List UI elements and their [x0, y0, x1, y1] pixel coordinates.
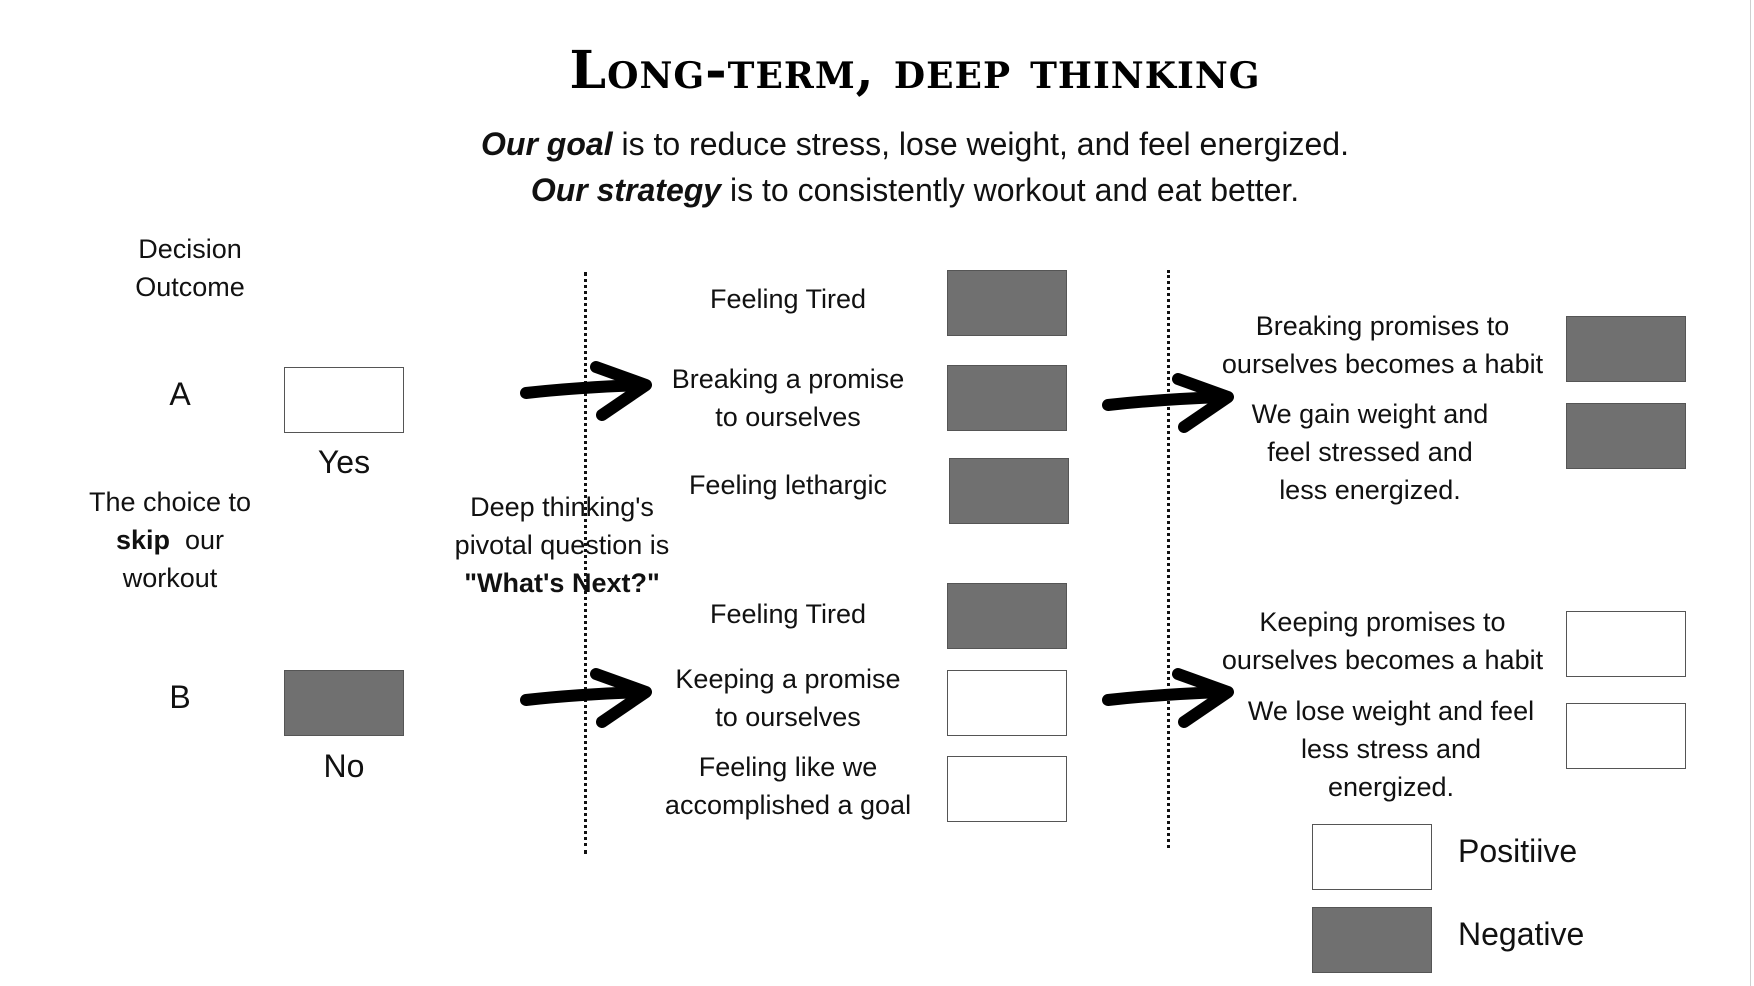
outcome-b-1-label: Feeling Tired — [709, 599, 867, 629]
divider-right — [1167, 270, 1170, 848]
strategy-statement: Our strategy is to consistently workout … — [0, 172, 1754, 209]
option-b-letter: B — [169, 679, 191, 715]
strategy-text: is to consistently workout and eat bette… — [721, 172, 1300, 208]
legend-positive-swatch — [1312, 824, 1432, 890]
choice-line3: workout — [122, 563, 218, 593]
longterm-b-1-label: Keeping promises to ourselves becomes a … — [1221, 607, 1544, 675]
arrow-b-to-longterm — [1102, 668, 1234, 728]
arrow-a-to-longterm — [1102, 373, 1234, 433]
outcome-b-3-box — [947, 756, 1067, 822]
arrow-a-to-outcomes — [520, 361, 652, 421]
pivotal-line1: Deep thinking's — [470, 492, 654, 522]
pivotal-line3: "What's Next?" — [464, 568, 660, 598]
longterm-a-1-label: Breaking promises to ourselves becomes a… — [1221, 311, 1544, 379]
pivotal-question: Deep thinking's pivotal question is "Wha… — [432, 488, 692, 602]
legend-negative-swatch — [1312, 907, 1432, 973]
choice-bold: skip — [115, 525, 170, 555]
outcome-a-2-label: Breaking a promise to ourselves — [671, 364, 905, 432]
outcome-a-2-box — [947, 365, 1067, 431]
goal-text: is to reduce stress, lose weight, and fe… — [612, 126, 1349, 162]
goal-statement: Our goal is to reduce stress, lose weigh… — [0, 126, 1754, 163]
longterm-b-2-label: We lose weight and feel less stress and … — [1247, 696, 1535, 802]
legend-negative-label: Negative — [1458, 916, 1585, 952]
choice-text: The choice to skip our workout — [60, 483, 280, 597]
longterm-b-2-box — [1566, 703, 1686, 769]
choice-line2-rest: our — [185, 525, 225, 555]
decision-outcome-header: Decision Outcome — [90, 230, 290, 306]
legend-positive-label: Positiive — [1458, 833, 1578, 869]
option-b-answer: No — [323, 748, 365, 784]
outcome-b-3-label: Feeling like we accomplished a goal — [664, 752, 912, 820]
option-b-box — [284, 670, 404, 736]
outcome-b-2-box — [947, 670, 1067, 736]
outcome-a-1-box — [947, 270, 1067, 336]
outcome-a-3-label: Feeling lethargic — [688, 470, 888, 500]
strategy-emphasis: Our strategy — [530, 172, 722, 208]
longterm-b-1-box — [1566, 611, 1686, 677]
page-edge — [1750, 0, 1751, 986]
option-a-answer: Yes — [317, 444, 371, 480]
pivotal-line2: pivotal question is — [454, 530, 670, 560]
goal-emphasis: Our goal — [481, 126, 613, 162]
longterm-a-2-box — [1566, 403, 1686, 469]
arrow-b-to-outcomes — [520, 668, 652, 728]
outcome-a-1-label: Feeling Tired — [709, 284, 867, 314]
outcome-b-2-label: Keeping a promise to ourselves — [675, 664, 901, 732]
choice-line1: The choice to — [88, 487, 252, 517]
option-a-letter: A — [169, 376, 191, 412]
choice-line2: skip our — [60, 521, 280, 559]
decision-header-line2: Outcome — [135, 272, 245, 302]
page-title: Long-term, deep thinking — [569, 40, 1261, 101]
decision-header-line1: Decision — [138, 234, 242, 264]
divider-left — [584, 272, 587, 854]
outcome-a-3-box — [949, 458, 1069, 524]
longterm-a-2-label: We gain weight and feel stressed and les… — [1251, 399, 1489, 505]
longterm-a-1-box — [1566, 316, 1686, 382]
option-a-box — [284, 367, 404, 433]
outcome-b-1-box — [947, 583, 1067, 649]
